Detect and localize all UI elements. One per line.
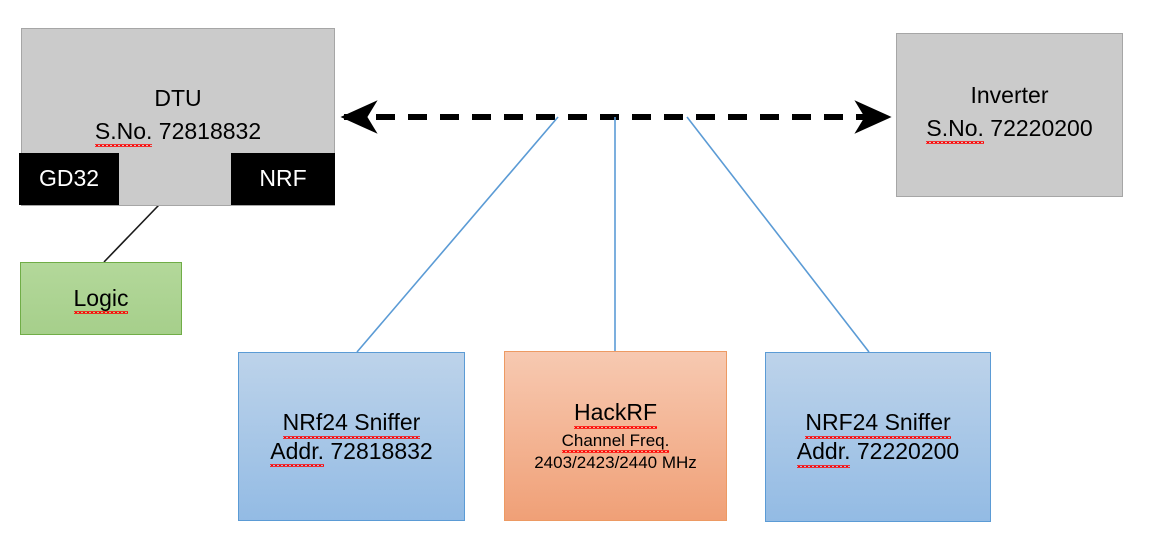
sniffer-left-title-text: NRf24 Sniffer [282, 408, 421, 439]
dtu-title: DTU [154, 85, 202, 111]
sniffer-right-addr: Addr. 72220200 [796, 437, 960, 468]
sniffer-left-tap-line [356, 116, 559, 353]
sniffer-left-addr: Addr. 72818832 [270, 437, 433, 468]
sniffer-right-title: NRF24 Sniffer [805, 408, 951, 439]
inverter-title: Inverter [970, 82, 1049, 108]
node-logic[interactable]: Logic [20, 262, 182, 335]
dtu-serial-prefix: S.No. [94, 118, 153, 148]
inverter-serial-value: 72220200 [990, 115, 1093, 142]
inverter-serial-prefix: S.No. [926, 115, 984, 145]
sniffer-left-addr-prefix: Addr. [270, 437, 324, 468]
hackrf-subtitle: Channel Freq. [561, 430, 670, 453]
nrf-label: NRF [259, 165, 307, 192]
logic-label: Logic [73, 284, 129, 315]
sniffer-right-addr-value: 72220200 [856, 438, 960, 464]
inverter-serial: S.No. 72220200 [926, 115, 1093, 145]
sniffer-right-tap-line [686, 116, 870, 353]
node-hackrf[interactable]: HackRF Channel Freq. 2403/2423/2440 MHz [504, 351, 727, 521]
node-sniffer-left[interactable]: NRf24 Sniffer Addr. 72818832 [238, 352, 465, 521]
dtu-serial: S.No. 72818832 [94, 118, 262, 148]
sniffer-right-addr-prefix: Addr. [796, 438, 851, 468]
sniffer-left-title: NRf24 Sniffer [282, 408, 421, 439]
gd32-label: GD32 [38, 165, 100, 192]
sniffer-right-title-text: NRF24 Sniffer [805, 409, 951, 439]
hackrf-subtitle-text: Channel Freq. [561, 430, 670, 453]
dtu-serial-value: 72818832 [158, 118, 262, 145]
node-gd32[interactable]: GD32 [19, 153, 119, 205]
node-sniffer-right[interactable]: NRF24 Sniffer Addr. 72220200 [765, 352, 991, 522]
hackrf-title: HackRF [573, 399, 658, 429]
node-inverter[interactable]: Inverter S.No. 72220200 [896, 33, 1123, 197]
hackrf-frequencies: 2403/2423/2440 MHz [534, 452, 697, 472]
hackrf-title-text: HackRF [573, 399, 658, 429]
sniffer-left-addr-value: 72818832 [330, 437, 433, 464]
node-nrf[interactable]: NRF [231, 153, 335, 205]
